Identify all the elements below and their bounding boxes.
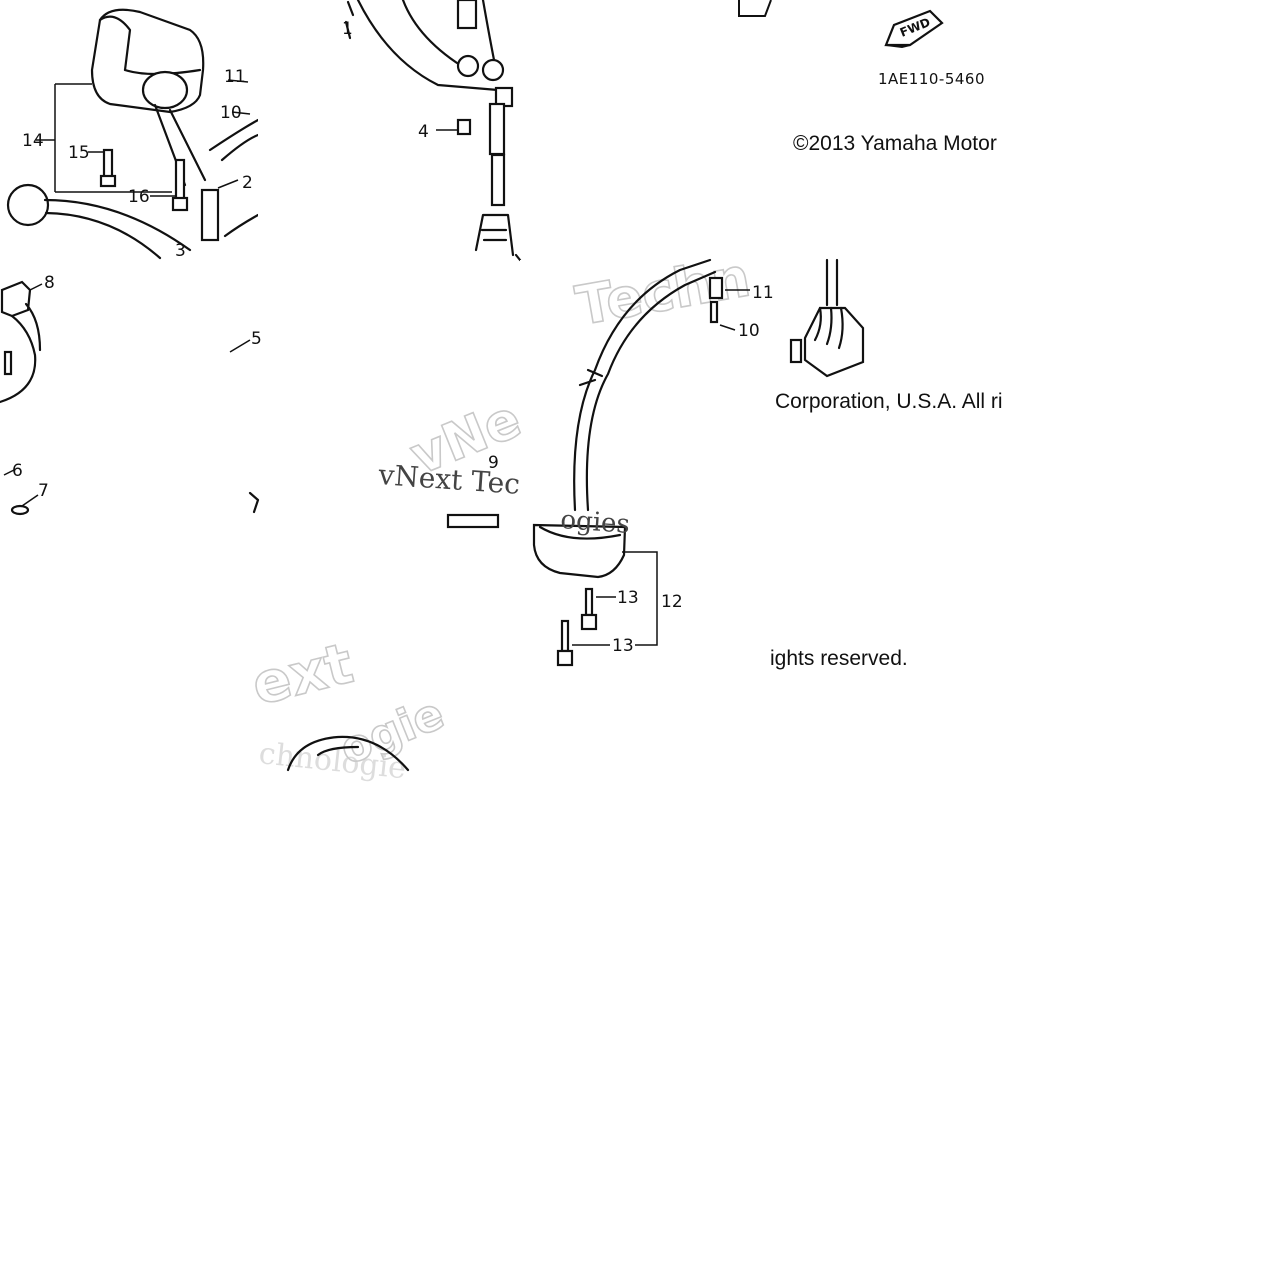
tile-switch-lower: 13 13 12 — [520, 515, 775, 770]
watermark-techn: Techn — [571, 245, 754, 337]
callout-9: 9 — [488, 453, 499, 473]
fwd-arrow-icon: FWD — [884, 9, 944, 49]
tile-cable-housing: 4 — [258, 0, 522, 262]
tile-lever-sensor: 8 5 6 7 — [0, 260, 262, 516]
callout-6: 6 — [12, 461, 23, 481]
callout-12: 12 — [661, 592, 683, 612]
callout-14: 14 — [22, 131, 44, 151]
copyright-part2: Corporation, U.S.A. All ri — [775, 390, 1003, 413]
copyright-part3: ights reserved. — [770, 647, 908, 670]
callout-3: 3 — [175, 241, 186, 261]
tile-connector-block — [775, 258, 1030, 378]
callout-1-mark: 1 — [342, 19, 353, 39]
callout-10: 10 — [220, 103, 242, 123]
switch-lower-drawing: 13 13 12 — [532, 523, 683, 667]
watermark-ext: ext — [246, 631, 360, 718]
callout-11b: 11 — [752, 283, 774, 303]
tube-drawing: Techn 11 10 — [571, 245, 774, 512]
top-fragment — [738, 0, 772, 17]
copyright-part1: ©2013 Yamaha Motor — [793, 132, 997, 155]
callout-5: 5 — [251, 329, 262, 349]
callout-13a: 13 — [617, 588, 639, 608]
callout-8: 8 — [44, 273, 55, 293]
lower-left-drawing: ext chnologie ogie — [245, 513, 500, 786]
cable-housing-drawing: 4 — [344, 0, 522, 262]
tile-lower-left: ext chnologie ogie — [245, 513, 520, 786]
callout-16: 16 — [128, 187, 150, 207]
callout-2: 2 — [242, 173, 253, 193]
callout-4: 4 — [418, 122, 429, 142]
callout-1: 1 — [342, 19, 353, 39]
callout-11: 11 — [224, 67, 246, 87]
diagram-code: 1AE110-5460 — [878, 70, 985, 88]
tile-tube-connector: Techn 11 10 — [520, 245, 775, 515]
callout-7: 7 — [38, 481, 49, 501]
callout-10b: 10 — [738, 321, 760, 341]
lever-sensor-drawing: 8 5 6 7 — [0, 273, 262, 516]
callout-9-mark: 9 — [488, 453, 499, 473]
connector-block-drawing — [789, 258, 865, 378]
tile-switch-assembly-left: 14 15 16 2 3 11 10 — [0, 0, 260, 261]
callout-15: 15 — [68, 143, 90, 163]
callout-13b: 13 — [612, 636, 634, 656]
switch-housing-drawing: 14 15 16 2 3 11 10 — [6, 8, 260, 261]
